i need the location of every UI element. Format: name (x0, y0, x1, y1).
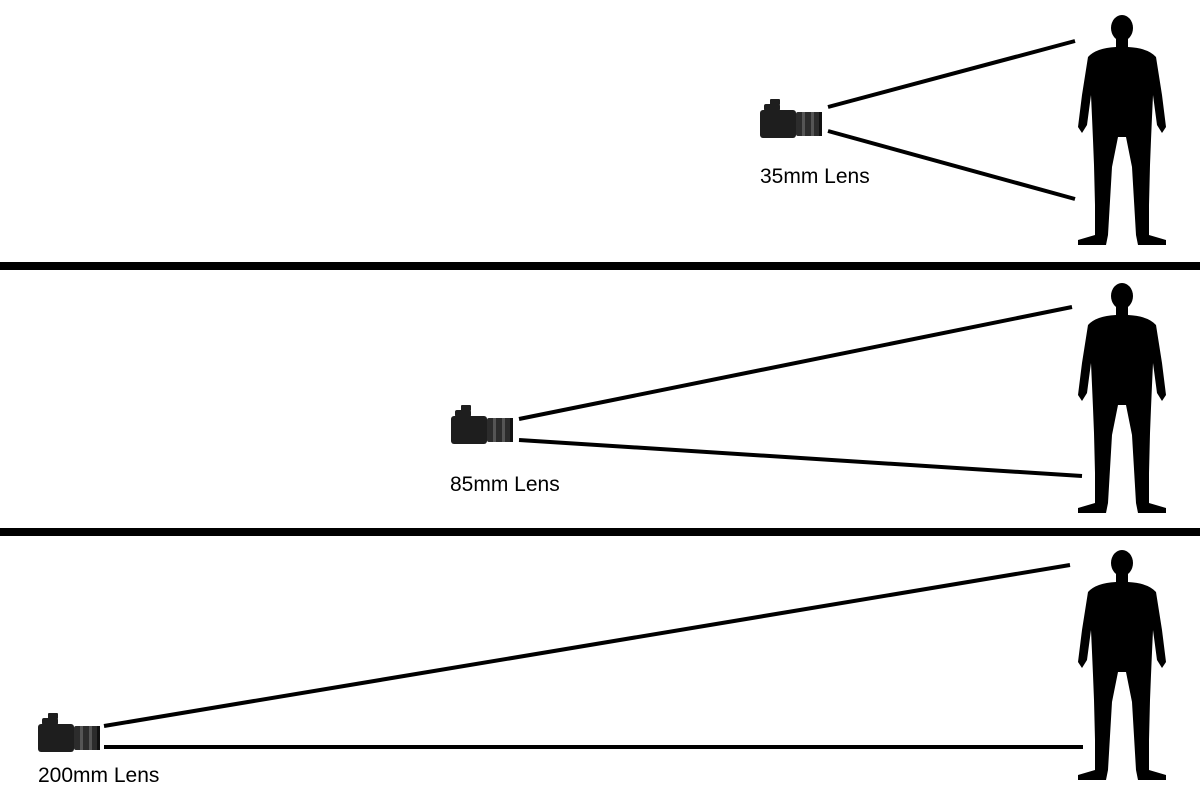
camera-icon (451, 405, 513, 444)
person-silhouette-icon (1078, 15, 1166, 245)
panel-85mm: 85mm Lens (450, 283, 1166, 513)
panel-35mm: 35mm Lens (760, 15, 1166, 245)
person-silhouette-icon (1078, 550, 1166, 780)
view-line-top (103, 563, 1071, 728)
panel-divider-1 (0, 262, 1200, 270)
panel-200mm: 200mm Lens (38, 550, 1166, 787)
view-line-bottom (518, 438, 1083, 478)
lens-label: 85mm Lens (450, 473, 560, 496)
panel-divider-2 (0, 528, 1200, 536)
view-line-bottom (827, 129, 1076, 201)
person-silhouette-icon (1078, 283, 1166, 513)
lens-label: 200mm Lens (38, 764, 159, 787)
view-line-top (827, 39, 1076, 109)
camera-icon (760, 99, 822, 138)
view-line-top (518, 305, 1073, 421)
camera-icon (38, 713, 100, 752)
lens-label: 35mm Lens (760, 165, 870, 188)
